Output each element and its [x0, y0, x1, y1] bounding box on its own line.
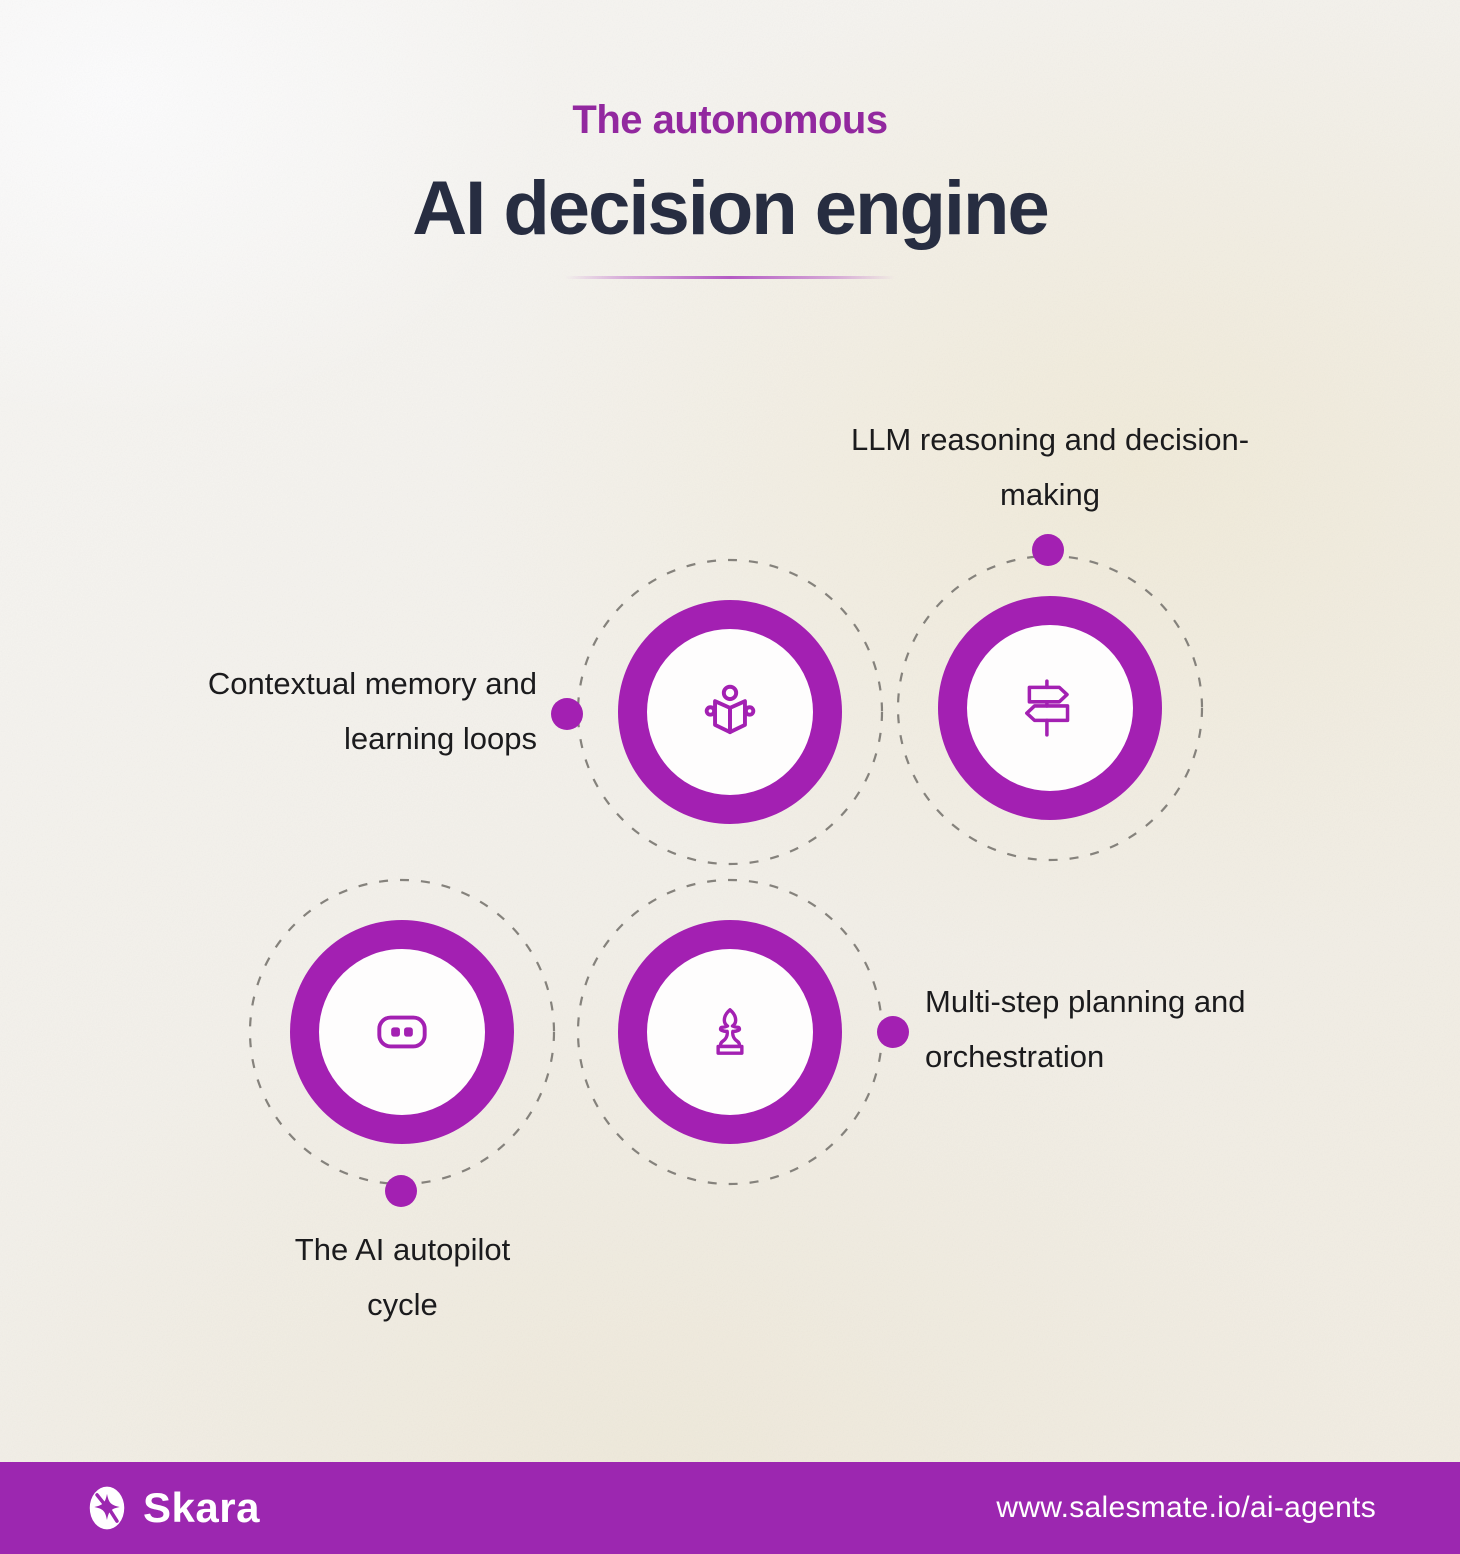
signpost-icon — [1025, 679, 1070, 737]
node-circle — [618, 600, 842, 824]
brand-name: Skara — [143, 1484, 260, 1531]
node-llm-reasoning — [885, 534, 1215, 873]
label-autopilot-cycle: The AI autopilot cycle — [294, 1232, 511, 1322]
page-title: AI decision engine — [412, 166, 1049, 251]
label-multistep-planning: Multi-step planning and orchestration — [925, 984, 1246, 1074]
node-circle — [938, 596, 1162, 820]
connector-dot — [877, 1016, 909, 1048]
node-multistep-planning — [565, 867, 909, 1197]
chess-pawn-icon — [716, 1008, 744, 1055]
dashed-orbit — [576, 558, 884, 866]
footer-url-link[interactable]: www.salesmate.io/ai-agents — [996, 1491, 1376, 1524]
autopilot-robot-icon — [377, 1015, 427, 1049]
footer-bar: Skara www.salesmate.io/ai-agents — [0, 1462, 1460, 1554]
book-reader-icon — [704, 684, 756, 735]
skara-logo-icon — [89, 1486, 125, 1530]
brand-logo: Skara — [84, 1484, 260, 1532]
connector-dot — [551, 698, 583, 730]
node-circle — [618, 920, 842, 1144]
connector-dot — [1032, 534, 1064, 566]
node-circle — [290, 920, 514, 1144]
node-autopilot-cycle — [237, 867, 567, 1207]
node-contextual-memory — [551, 547, 895, 877]
label-contextual-memory: Contextual memory and learning loops — [207, 666, 537, 756]
title-eyebrow: The autonomous — [572, 98, 888, 142]
connector-dot — [385, 1175, 417, 1207]
label-llm-reasoning: LLM reasoning and decision-making — [850, 422, 1250, 512]
title-divider — [565, 276, 895, 279]
